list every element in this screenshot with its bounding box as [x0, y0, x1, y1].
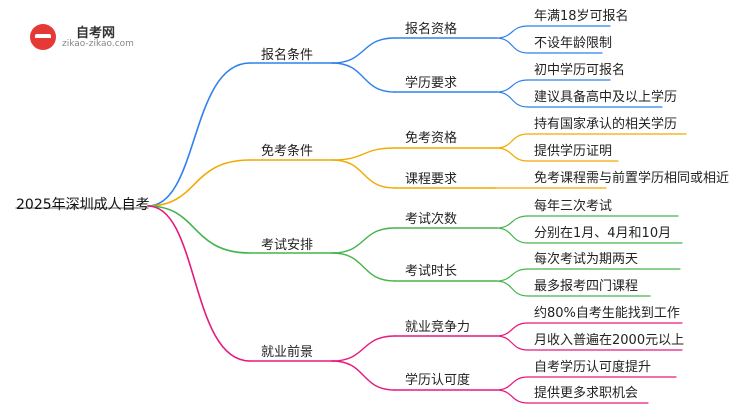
- leaf-connector: [495, 91, 529, 108]
- leaf-connector: [495, 79, 529, 93]
- logo-url: zikao-zikao.com: [62, 39, 134, 49]
- sub-node-label: 报名资格: [405, 22, 458, 37]
- leaf-label: 建议具备高中及以上学历: [534, 90, 678, 105]
- leaf-connector: [495, 322, 529, 337]
- leaf-connector: [495, 227, 529, 244]
- leaf-connector: [495, 335, 529, 351]
- leaf-label: 提供学历证明: [534, 144, 613, 159]
- leaf-label: 持有国家承认的相关学历: [534, 117, 678, 132]
- site-logo[interactable]: 自考网 zikao-zikao.com: [30, 20, 140, 54]
- leaf-label: 年满18岁可报名: [534, 9, 629, 24]
- leaf-connector: [495, 280, 529, 297]
- leaf-connector: [495, 37, 529, 54]
- branch-connector: [147, 205, 251, 254]
- leaf-label: 免考课程需与前置学历相同或相近: [534, 171, 730, 186]
- sub-connector: [331, 159, 396, 189]
- leaf-label: 月收入普遍在2000元以上: [534, 333, 685, 348]
- sub-connector: [331, 252, 396, 282]
- sub-node-label: 免考资格: [405, 131, 458, 146]
- sub-connector: [331, 360, 396, 391]
- leaf-label: 每年三次考试: [534, 199, 613, 214]
- sub-node-label: 考试次数: [405, 212, 458, 227]
- leaf-label: 约80%自考生能找到工作: [534, 306, 680, 321]
- leaf-label: 提供更多求职机会: [534, 386, 639, 401]
- logo-name: 自考网: [76, 26, 116, 41]
- leaf-label: 每次考试为期两天: [534, 252, 639, 267]
- sub-node-label: 就业竞争力: [405, 320, 471, 335]
- branch-connector: [147, 205, 251, 362]
- sub-connector: [331, 62, 396, 93]
- branch-label: 考试安排: [261, 238, 314, 253]
- sub-connector: [331, 147, 396, 161]
- leaf-connector: [495, 147, 529, 162]
- leaf-connector: [495, 268, 529, 282]
- leaf-label: 最多报考四门课程: [534, 279, 639, 294]
- sub-connector: [331, 37, 396, 64]
- leaf-connector: [495, 389, 529, 404]
- sub-node-label: 课程要求: [405, 172, 458, 187]
- branch-connector: [147, 159, 251, 207]
- graduation-cap-icon: [30, 24, 56, 50]
- sub-node-label: 学历认可度: [405, 373, 471, 388]
- leaf-connector: [495, 376, 529, 391]
- leaf-label: 初中学历可报名: [534, 63, 626, 78]
- sub-connector: [331, 227, 396, 254]
- leaf-connector: [495, 133, 529, 149]
- branch-label: 就业前景: [261, 345, 314, 360]
- leaf-label: 自考学历认可度提升: [534, 360, 652, 375]
- sub-connector: [331, 335, 396, 362]
- branch-label: 报名条件: [261, 48, 314, 63]
- leaf-connector: [495, 215, 529, 229]
- sub-node-label: 学历要求: [405, 76, 458, 91]
- branch-connector: [147, 62, 251, 207]
- sub-node-label: 考试时长: [405, 264, 458, 279]
- branch-label: 免考条件: [261, 144, 314, 159]
- leaf-label: 不设年龄限制: [534, 36, 613, 51]
- leaf-label: 分别在1月、4月和10月: [534, 226, 672, 241]
- leaf-connector: [495, 25, 529, 39]
- root-node: 2025年深圳成人自考: [16, 197, 150, 213]
